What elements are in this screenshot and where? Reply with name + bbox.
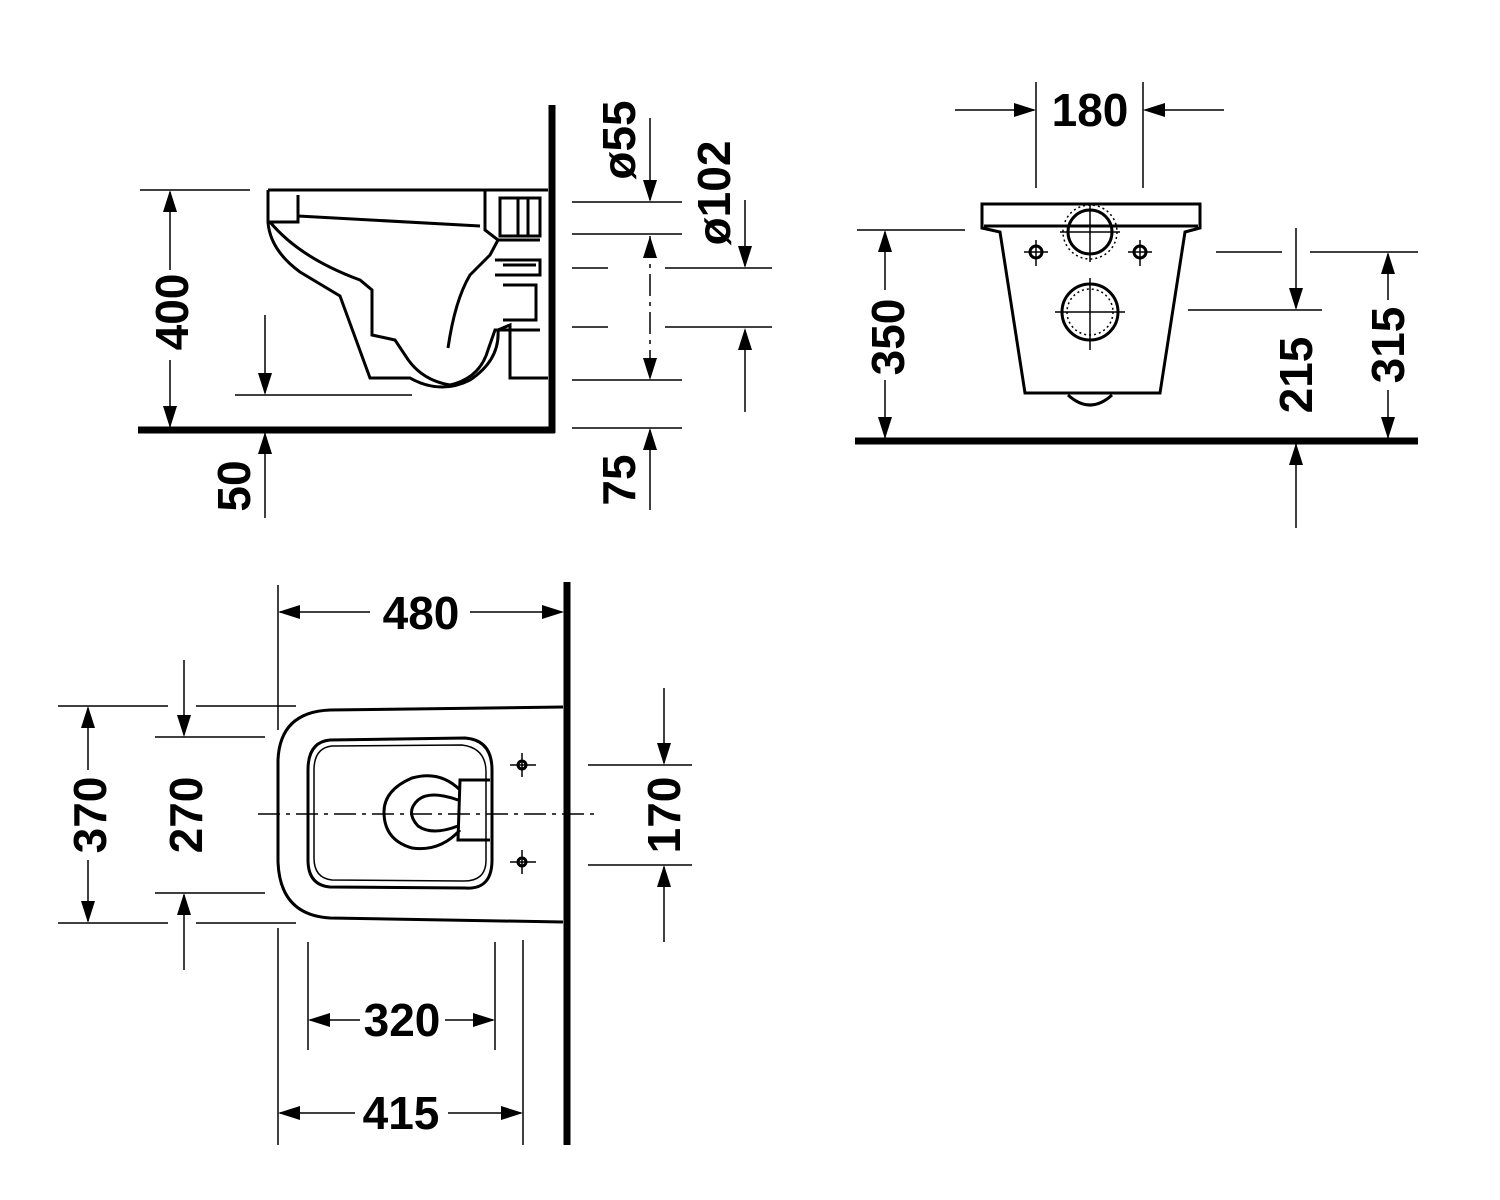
dim-415-arrow-right [501,1106,523,1120]
side-bowl-inner [268,190,540,387]
dim-170-arrow-top [657,743,671,765]
dim-d55-arrow [643,180,657,202]
dim-270-arrow-top [177,715,191,737]
dim-315-arrow-bottom [1381,417,1395,439]
dim-350-mask [862,290,910,380]
dim-180-arrow-left [1014,103,1036,117]
dim-400-label: 400 [146,274,198,351]
front-bowl-base [1066,393,1114,407]
dim-d55-label: ø55 [593,100,645,179]
side-pipe-arrow-top [643,236,657,258]
dim-350-label: 350 [862,299,914,376]
front-view: 180 350 215 315 [855,82,1418,528]
dim-d102-arrow-bottom [738,328,752,350]
dim-320-label: 320 [364,994,441,1046]
dim-d102-label: ø102 [688,141,740,246]
dim-400-mask [145,270,195,360]
dim-d102-arrow-top [738,246,752,268]
dim-215-arrow-top [1289,288,1303,310]
dim-415-label: 415 [363,1087,440,1139]
dim-480-arrow-right [542,605,564,619]
dim-75-arrow [643,428,657,450]
dim-50-arrow-top [258,373,272,395]
dim-270-arrow-bottom [177,893,191,915]
dim-370-mask [64,770,114,860]
side-outlet [495,196,542,322]
dim-50-label: 50 [208,460,260,511]
dim-315-label: 315 [1362,307,1414,384]
dim-350-arrow-bottom [878,417,892,439]
dim-270-label: 270 [160,777,212,854]
top-outlet-shape [382,774,490,851]
top-view: 480 370 270 170 320 [58,582,692,1145]
dim-480-arrow-left [278,605,300,619]
dim-315-mask [1365,300,1413,390]
dim-170-arrow-bottom [657,865,671,887]
dim-415-arrow-left [278,1106,300,1120]
dim-170-label: 170 [638,777,690,854]
top-bowl-outline [276,705,564,924]
dim-370-arrow-top [81,706,95,728]
top-bowl-inner-2 [313,744,487,882]
dim-400-arrow-bottom [163,406,177,428]
dim-480-label: 480 [383,587,460,639]
dim-50-arrow-bottom [258,432,272,454]
dim-350-arrow-top [878,230,892,252]
side-pipe-arrow-bottom [643,358,657,380]
front-bowl-outline [980,202,1202,395]
top-bowl-inner [306,736,494,890]
side-view: 400 50 ø55 ø102 75 [138,100,772,518]
dim-180-label: 180 [1052,84,1129,136]
dim-320-arrow-left [308,1013,330,1027]
dim-215-label: 215 [1270,337,1322,414]
dim-315-arrow-top [1381,252,1395,274]
dim-180-arrow-right [1143,103,1165,117]
dim-75-label: 75 [593,454,645,505]
dim-320-arrow-right [473,1013,495,1027]
dim-215-arrow-bottom [1289,443,1303,465]
side-bowl-outline [266,188,548,389]
dim-370-label: 370 [64,777,116,854]
dim-370-arrow-bottom [81,901,95,923]
dim-400-arrow-top [163,190,177,212]
